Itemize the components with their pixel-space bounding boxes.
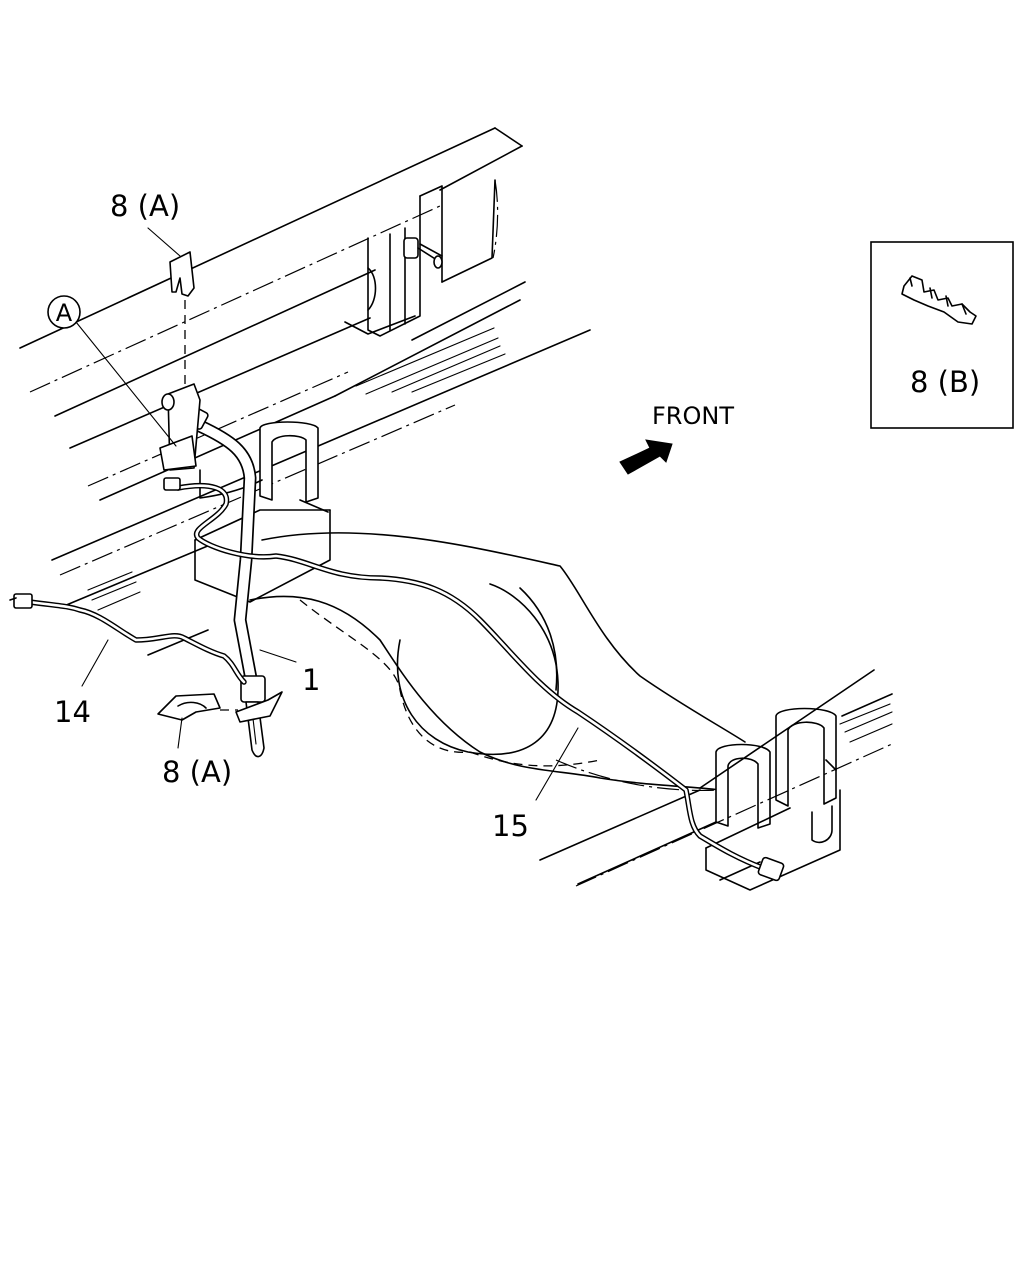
label-pipe-14: 14 bbox=[54, 695, 91, 729]
label-brake-hose: 1 bbox=[302, 663, 320, 697]
brake-pipe-14 bbox=[9, 593, 247, 685]
brake-pipe-15 bbox=[163, 477, 785, 882]
label-circle-a: A bbox=[56, 299, 73, 327]
label-clip-8a-top: 8 (A) bbox=[110, 189, 180, 223]
label-front: FRONT bbox=[652, 402, 734, 430]
clip-8a-top bbox=[169, 251, 195, 384]
label-clip-8b: 8 (B) bbox=[910, 365, 980, 399]
label-pipe-15: 15 bbox=[492, 809, 529, 843]
hose-bracket bbox=[159, 383, 201, 471]
inset-box-clip-8b: 8 (B) bbox=[870, 241, 1014, 429]
callout-circle-a: A bbox=[47, 295, 81, 329]
rear-axle bbox=[194, 421, 841, 891]
arrow-right-icon bbox=[619, 439, 673, 475]
label-clip-8a-bottom: 8 (A) bbox=[162, 755, 232, 789]
frame-rail bbox=[19, 127, 591, 656]
leaf-spring bbox=[539, 669, 893, 887]
